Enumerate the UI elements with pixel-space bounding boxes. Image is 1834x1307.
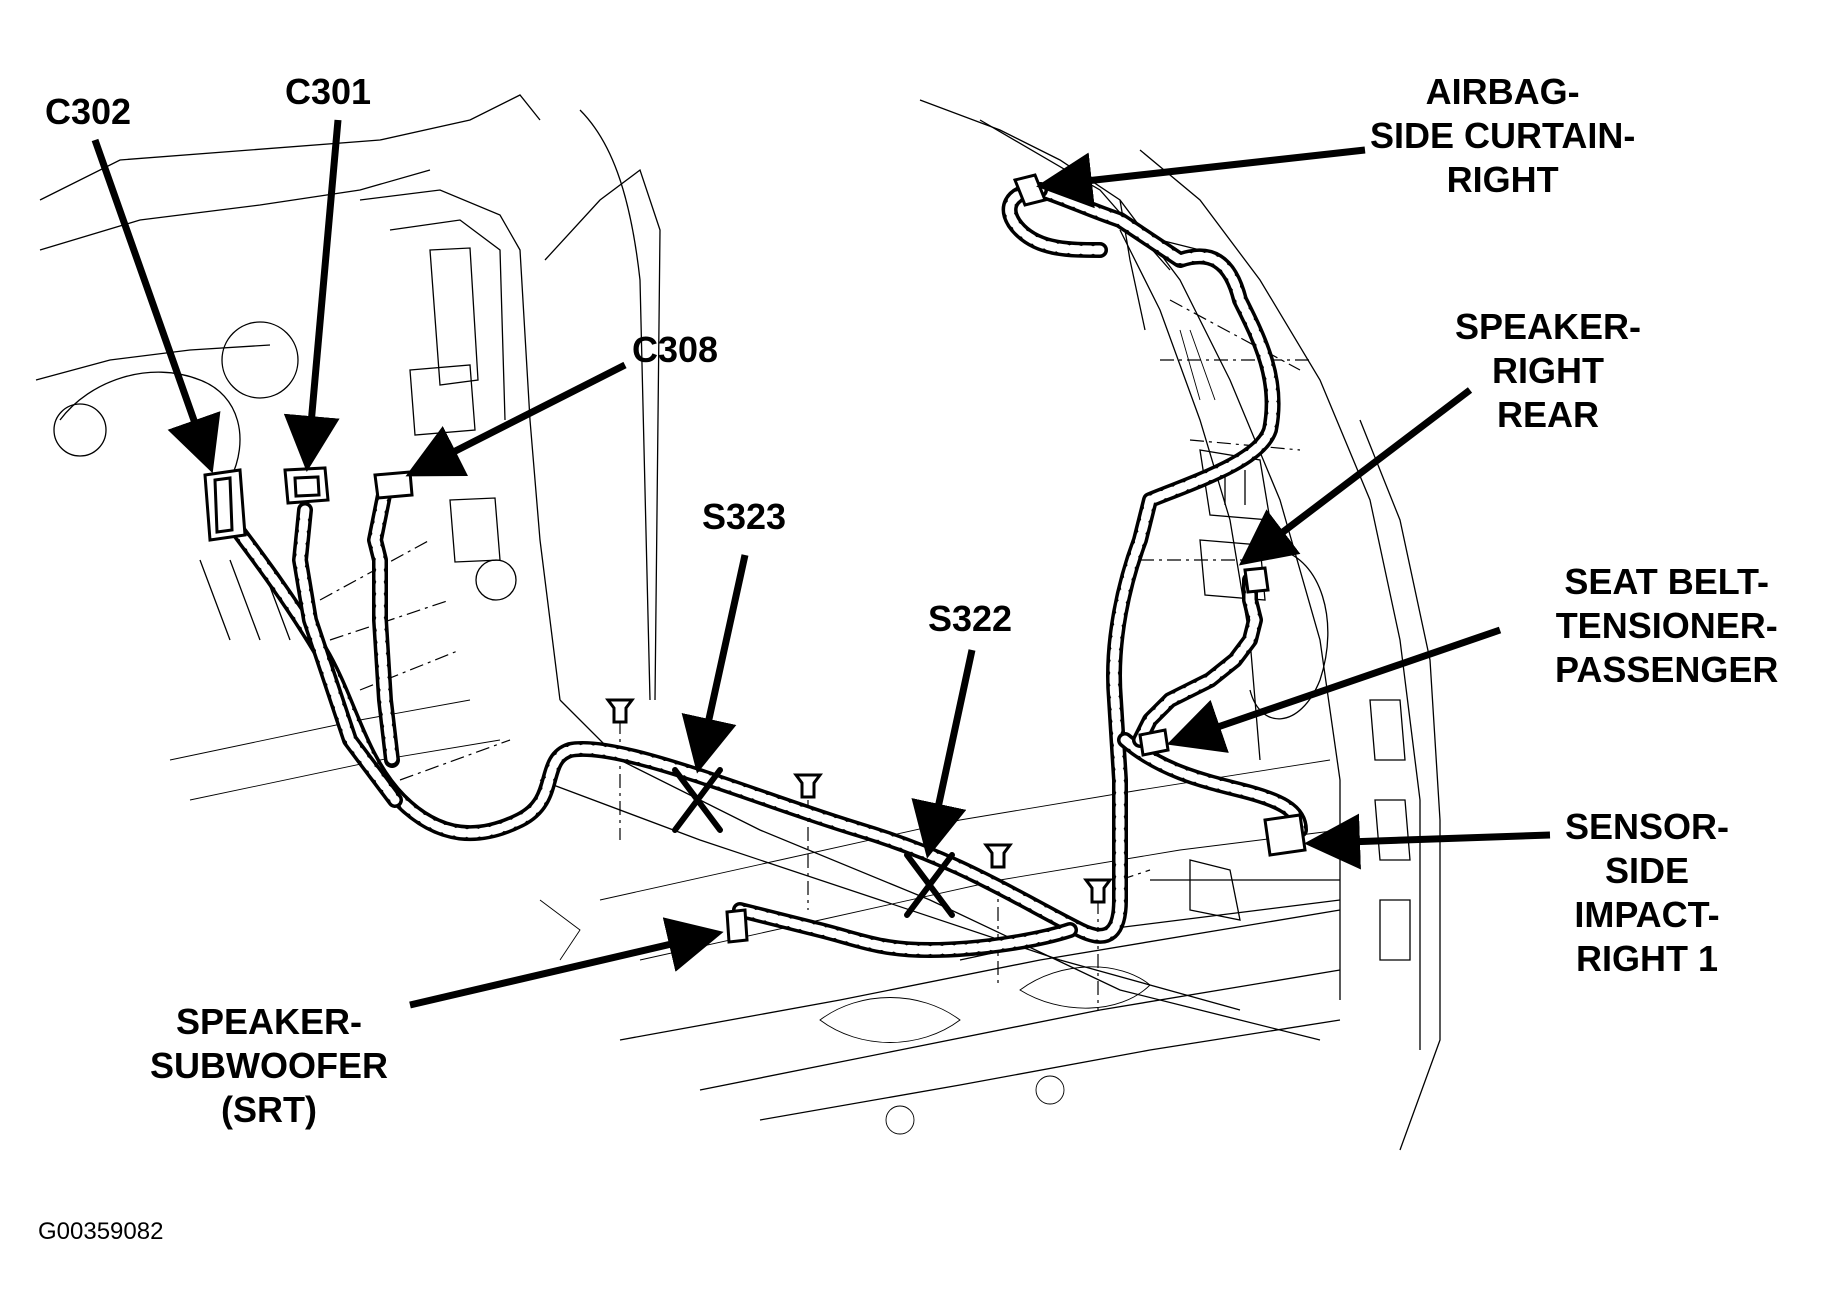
wiring-harness xyxy=(222,182,1308,958)
label-c301: C301 xyxy=(285,71,372,112)
leader-arrows xyxy=(91,119,1551,1009)
label-speaker-right-rear: SPEAKER- RIGHT REAR xyxy=(1455,306,1642,435)
label-s322: S322 xyxy=(928,598,1013,639)
push-pin-fasteners xyxy=(605,698,1113,904)
arrow-c302 xyxy=(91,138,221,474)
label-c308: C308 xyxy=(632,329,719,370)
arrow-sensor-side-impact xyxy=(1304,813,1551,870)
label-speaker-subwoofer: SPEAKER- SUBWOOFER (SRT) xyxy=(150,1001,388,1130)
arrow-c308 xyxy=(405,361,627,477)
arrow-c301 xyxy=(283,119,342,472)
arrow-speaker-right-rear xyxy=(1238,387,1473,566)
label-c302: C302 xyxy=(45,91,132,132)
figure-id: G00359082 xyxy=(38,1218,164,1245)
label-seat-belt-tensioner-passenger: SEAT BELT- TENSIONER- PASSENGER xyxy=(1555,561,1779,690)
label-s323: S323 xyxy=(702,496,787,537)
arrow-seat-belt-tensioner xyxy=(1166,626,1502,753)
arrow-subwoofer xyxy=(409,917,724,1009)
arrow-airbag xyxy=(1036,146,1366,209)
label-sensor-side-impact-right-1: SENSOR- SIDE IMPACT- RIGHT 1 xyxy=(1565,806,1730,979)
arrow-s323 xyxy=(681,554,749,774)
body-panels xyxy=(35,94,1441,1151)
arrow-s322 xyxy=(911,649,976,859)
mounting-lines xyxy=(319,299,1310,1010)
label-airbag-side-curtain-right: AIRBAG- SIDE CURTAIN- RIGHT xyxy=(1370,71,1636,200)
splice-marks xyxy=(672,767,955,918)
